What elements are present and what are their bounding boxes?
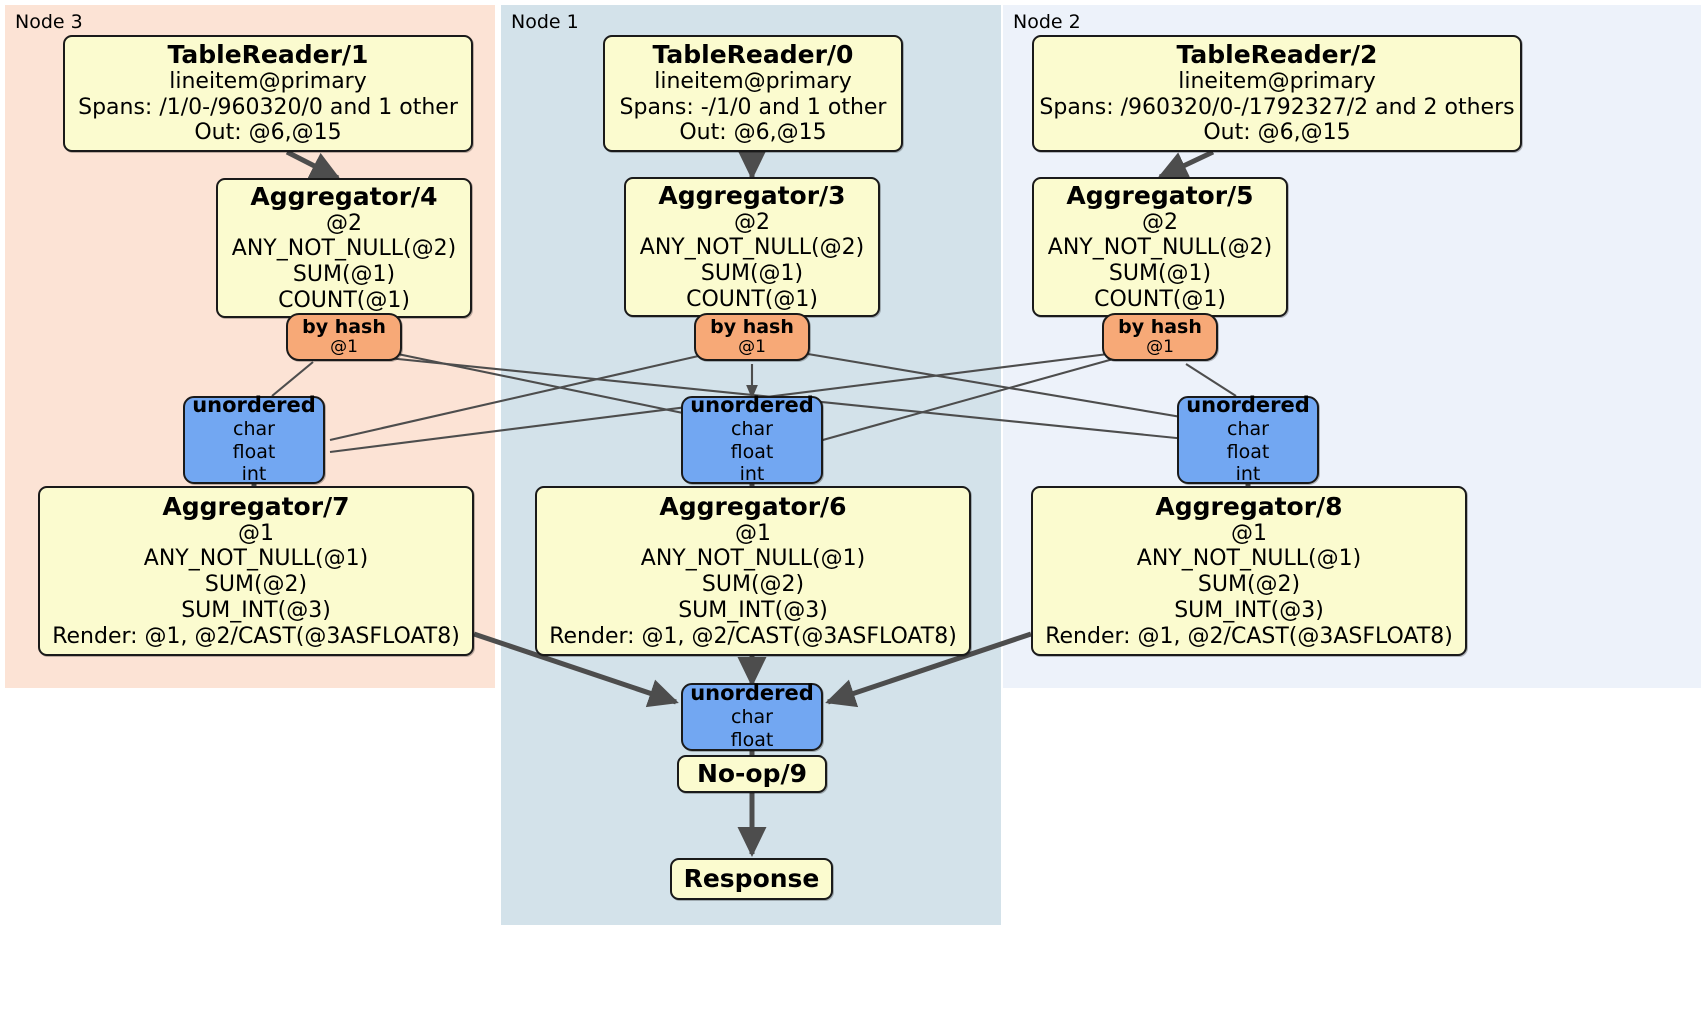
tablereader-2-line-1: Spans: /960320/0-/1792327/2 and 2 others [1039,94,1515,120]
router-by-hash-5[interactable]: by hash @1 [1102,313,1218,361]
tablereader-0-line-2: Out: @6,@15 [679,120,827,146]
sync-unordered-final[interactable]: unordered char float [681,681,823,751]
node-noop-9[interactable]: No-op/9 [677,755,827,793]
aggregator-8-line-1: ANY_NOT_NULL(@1) [1136,546,1362,572]
router-by-hash-4[interactable]: by hash @1 [286,313,402,361]
sync-unordered-8[interactable]: unordered char float int [1177,392,1319,486]
aggregator-7-line-4: Render: @1, @2/CAST(@3ASFLOAT8) [52,623,460,649]
sync-unordered-6-line-1: float [730,440,774,463]
sync-unordered-6-line-0: char [731,417,773,440]
node-aggregator-8[interactable]: Aggregator/8 @1 ANY_NOT_NULL(@1) SUM(@2)… [1031,486,1467,656]
response-title: Response [683,864,820,893]
aggregator-6-title: Aggregator/6 [659,491,847,521]
router-by-hash-3-line-0: @1 [738,336,766,357]
panel-node1-label: Node 1 [511,11,579,33]
node-tablereader-1[interactable]: TableReader/1 lineitem@primary Spans: /1… [63,35,473,152]
aggregator-5-line-0: @2 [1142,209,1178,235]
node-aggregator-6[interactable]: Aggregator/6 @1 ANY_NOT_NULL(@1) SUM(@2)… [535,486,971,656]
panel-node3-label: Node 3 [15,11,83,33]
sync-unordered-7-line-0: char [233,417,275,440]
sync-unordered-7-title: unordered [192,392,316,417]
sync-unordered-7[interactable]: unordered char float int [183,392,325,486]
aggregator-7-line-2: SUM(@2) [204,572,308,598]
router-by-hash-5-line-0: @1 [1146,336,1174,357]
sync-unordered-7-line-2: int [241,463,267,486]
sync-unordered-6[interactable]: unordered char float int [681,392,823,486]
aggregator-6-line-0: @1 [735,520,771,546]
tablereader-1-line-1: Spans: /1/0-/960320/0 and 1 other [78,94,458,120]
router-by-hash-3[interactable]: by hash @1 [694,313,810,361]
aggregator-5-line-3: COUNT(@1) [1094,286,1226,312]
tablereader-0-title: TableReader/0 [652,39,854,69]
aggregator-4-line-1: ANY_NOT_NULL(@2) [231,236,457,262]
router-by-hash-4-line-0: @1 [330,336,358,357]
tablereader-1-line-0: lineitem@primary [169,68,367,94]
aggregator-3-line-0: @2 [734,209,770,235]
router-by-hash-3-title: by hash [710,315,794,338]
aggregator-4-line-2: SUM(@1) [292,262,396,287]
sync-unordered-final-line-1: float [730,728,774,751]
aggregator-8-line-2: SUM(@2) [1197,572,1301,598]
aggregator-8-line-3: SUM_INT(@3) [1174,597,1324,623]
aggregator-7-line-1: ANY_NOT_NULL(@1) [143,546,369,572]
aggregator-6-line-3: SUM_INT(@3) [678,597,828,623]
sync-unordered-8-line-2: int [1235,463,1261,486]
tablereader-2-line-2: Out: @6,@15 [1203,120,1351,146]
tablereader-2-line-0: lineitem@primary [1178,68,1376,94]
aggregator-7-line-3: SUM_INT(@3) [181,597,331,623]
tablereader-0-line-0: lineitem@primary [654,68,852,94]
aggregator-6-line-2: SUM(@2) [701,572,805,598]
node-tablereader-0[interactable]: TableReader/0 lineitem@primary Spans: -/… [603,35,903,152]
aggregator-6-line-1: ANY_NOT_NULL(@1) [640,546,866,572]
tablereader-1-line-2: Out: @6,@15 [194,120,342,146]
sync-unordered-6-line-2: int [739,463,765,486]
panel-node2-label: Node 2 [1013,11,1081,33]
sync-unordered-8-line-1: float [1226,440,1270,463]
tablereader-1-title: TableReader/1 [167,39,369,69]
aggregator-8-title: Aggregator/8 [1155,491,1343,521]
tablereader-2-title: TableReader/2 [1176,39,1378,69]
node-response[interactable]: Response [670,858,833,900]
sync-unordered-7-line-1: float [232,440,276,463]
sync-unordered-8-title: unordered [1186,392,1310,417]
router-by-hash-4-title: by hash [302,315,386,338]
aggregator-8-line-4: Render: @1, @2/CAST(@3ASFLOAT8) [1045,623,1453,649]
aggregator-3-line-1: ANY_NOT_NULL(@2) [639,235,865,261]
aggregator-8-line-0: @1 [1231,520,1267,546]
tablereader-0-line-1: Spans: -/1/0 and 1 other [619,94,887,120]
aggregator-7-title: Aggregator/7 [162,491,350,521]
aggregator-6-line-4: Render: @1, @2/CAST(@3ASFLOAT8) [549,623,957,649]
aggregator-5-line-1: ANY_NOT_NULL(@2) [1047,235,1273,261]
aggregator-7-line-0: @1 [238,520,274,546]
aggregator-5-title: Aggregator/5 [1066,180,1254,210]
aggregator-3-line-2: SUM(@1) [700,261,804,286]
aggregator-3-title: Aggregator/3 [658,180,846,210]
node-aggregator-4[interactable]: Aggregator/4 @2 ANY_NOT_NULL(@2) SUM(@1)… [216,178,472,318]
node-aggregator-7[interactable]: Aggregator/7 @1 ANY_NOT_NULL(@1) SUM(@2)… [38,486,474,656]
router-by-hash-5-title: by hash [1118,315,1202,338]
noop-9-title: No-op/9 [696,759,808,788]
aggregator-4-line-0: @2 [326,210,362,236]
node-aggregator-3[interactable]: Aggregator/3 @2 ANY_NOT_NULL(@2) SUM(@1)… [624,177,880,317]
node-tablereader-2[interactable]: TableReader/2 lineitem@primary Spans: /9… [1032,35,1522,152]
sync-unordered-final-title: unordered [690,681,814,706]
aggregator-5-line-2: SUM(@1) [1108,261,1212,286]
aggregator-4-title: Aggregator/4 [250,181,438,211]
sync-unordered-8-line-0: char [1227,417,1269,440]
aggregator-4-line-3: COUNT(@1) [278,287,410,313]
node-aggregator-5[interactable]: Aggregator/5 @2 ANY_NOT_NULL(@2) SUM(@1)… [1032,177,1288,317]
sync-unordered-final-line-0: char [731,706,773,729]
aggregator-3-line-3: COUNT(@1) [686,286,818,312]
sync-unordered-6-title: unordered [690,392,814,417]
